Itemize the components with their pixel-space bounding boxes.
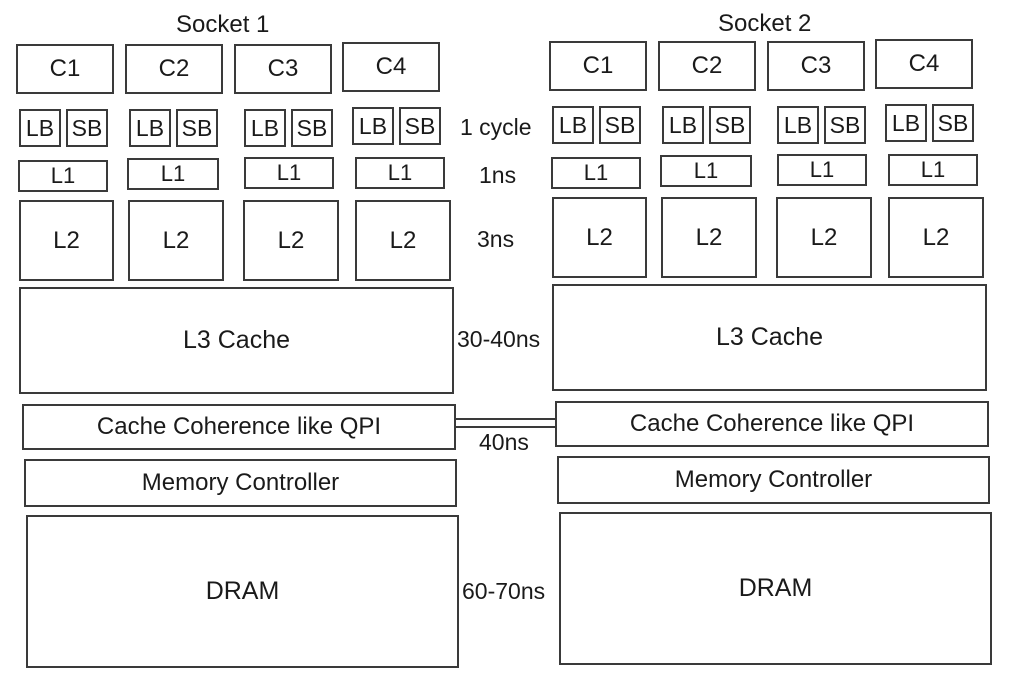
core-box: C2: [125, 44, 223, 94]
load-buffer-box: LB: [662, 106, 704, 144]
store-buffer-box: SB: [599, 106, 641, 144]
l3-latency-label: 30-40ns: [457, 326, 541, 352]
buffer-latency-label: 1 cycle: [460, 114, 532, 140]
socket-title: Socket 2: [718, 10, 812, 37]
l2-cache-box: L2: [19, 200, 114, 281]
core-box: C3: [234, 44, 332, 94]
l2-cache-box: L2: [128, 200, 224, 281]
l2-cache-box: L2: [888, 197, 984, 278]
l1-cache-box: L1: [777, 154, 867, 186]
core-box: C2: [658, 41, 756, 91]
interconnect-latency-label: 40ns: [479, 429, 529, 455]
qpi-link-line: [456, 418, 557, 420]
load-buffer-box: LB: [885, 104, 927, 142]
l3-cache-box: L3 Cache: [552, 284, 987, 391]
store-buffer-box: SB: [709, 106, 751, 144]
socket-title: Socket 1: [176, 11, 270, 38]
l2-cache-box: L2: [552, 197, 647, 278]
store-buffer-box: SB: [291, 109, 333, 147]
memory-controller-box: Memory Controller: [24, 459, 457, 507]
l2-cache-box: L2: [243, 200, 339, 281]
l2-cache-box: L2: [355, 200, 451, 281]
l2-latency-label: 3ns: [477, 226, 515, 252]
l1-cache-box: L1: [355, 157, 445, 189]
cache-coherence-box: Cache Coherence like QPI: [555, 401, 989, 447]
core-box: C4: [875, 39, 973, 89]
load-buffer-box: LB: [552, 106, 594, 144]
store-buffer-box: SB: [824, 106, 866, 144]
memory-controller-box: Memory Controller: [557, 456, 990, 504]
store-buffer-box: SB: [176, 109, 218, 147]
load-buffer-box: LB: [352, 107, 394, 145]
l1-cache-box: L1: [18, 160, 108, 192]
load-buffer-box: LB: [777, 106, 819, 144]
core-box: C1: [16, 44, 114, 94]
core-box: C4: [342, 42, 440, 92]
l1-cache-box: L1: [551, 157, 641, 189]
load-buffer-box: LB: [244, 109, 286, 147]
l2-cache-box: L2: [776, 197, 872, 278]
dram-box: DRAM: [559, 512, 992, 665]
l1-cache-box: L1: [127, 158, 219, 190]
load-buffer-box: LB: [19, 109, 61, 147]
cache-coherence-box: Cache Coherence like QPI: [22, 404, 456, 450]
l2-cache-box: L2: [661, 197, 757, 278]
store-buffer-box: SB: [932, 104, 974, 142]
store-buffer-box: SB: [66, 109, 108, 147]
l1-latency-label: 1ns: [479, 162, 517, 188]
l1-cache-box: L1: [660, 155, 752, 187]
store-buffer-box: SB: [399, 107, 441, 145]
core-box: C3: [767, 41, 865, 91]
qpi-link-line: [456, 426, 557, 428]
dram-box: DRAM: [26, 515, 459, 668]
l1-cache-box: L1: [888, 154, 978, 186]
dram-latency-label: 60-70ns: [462, 578, 546, 604]
l3-cache-box: L3 Cache: [19, 287, 454, 394]
load-buffer-box: LB: [129, 109, 171, 147]
l1-cache-box: L1: [244, 157, 334, 189]
core-box: C1: [549, 41, 647, 91]
